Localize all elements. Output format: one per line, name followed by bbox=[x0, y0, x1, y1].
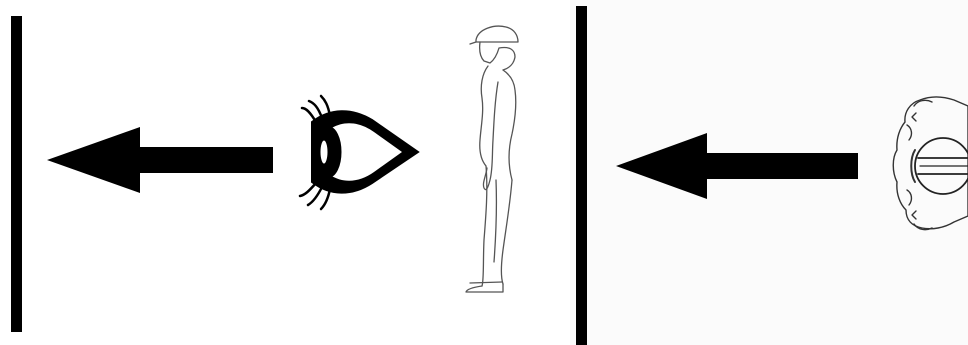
wall-line bbox=[576, 6, 587, 345]
person-side-view-icon bbox=[466, 26, 518, 292]
wall-line bbox=[11, 16, 22, 332]
side-view-drawing bbox=[0, 0, 570, 345]
person-top-view-icon bbox=[893, 97, 968, 230]
side-view-panel bbox=[0, 0, 570, 345]
arrow-left-icon bbox=[616, 133, 858, 199]
top-view-panel bbox=[570, 0, 968, 345]
eye-icon bbox=[300, 96, 418, 209]
top-view-drawing bbox=[570, 0, 968, 345]
arrow-left-icon bbox=[47, 127, 273, 193]
